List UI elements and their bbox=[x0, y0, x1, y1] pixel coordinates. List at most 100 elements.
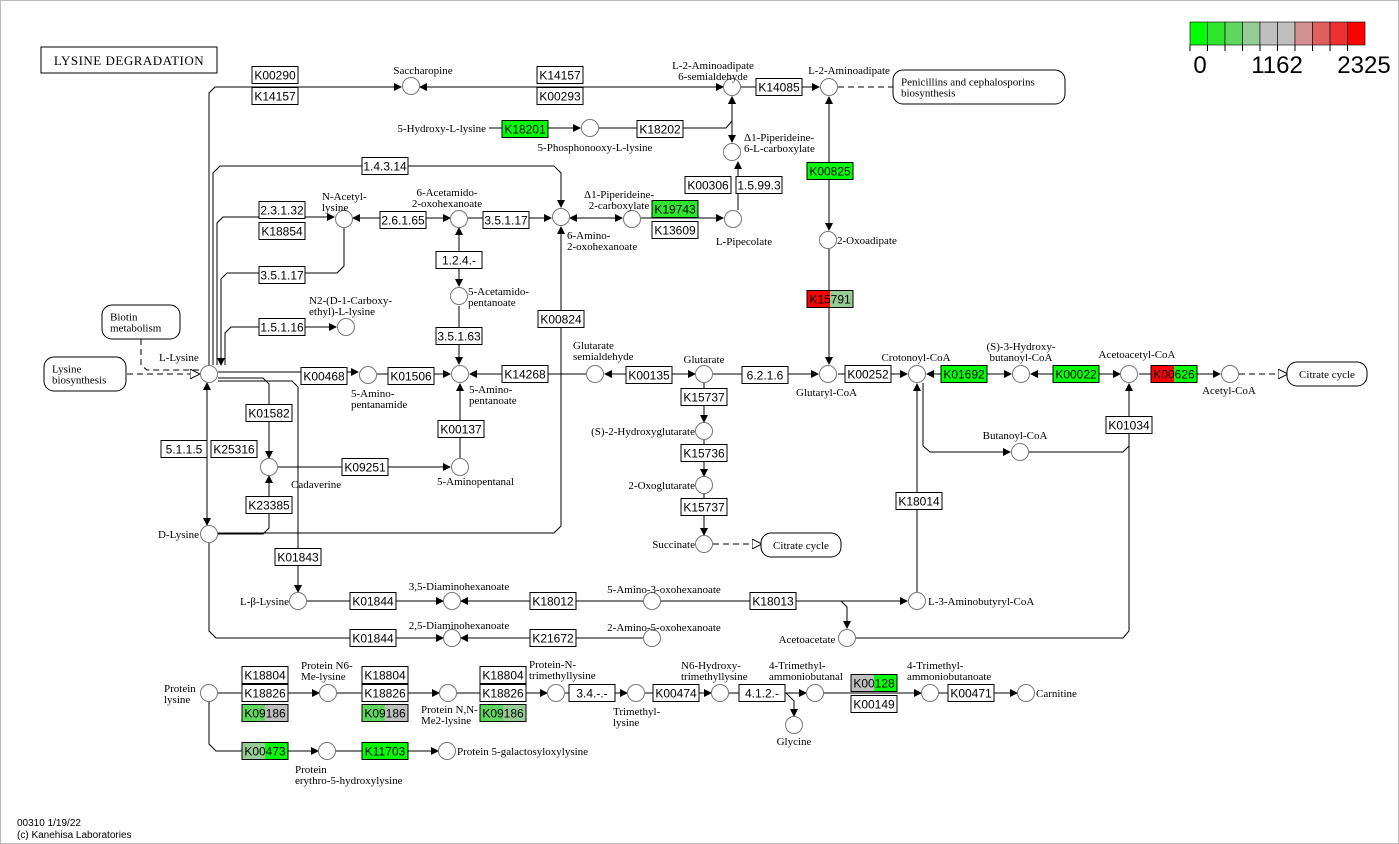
compound[interactable]: Protein 5-galactosyloxylysine bbox=[438, 742, 589, 760]
enzyme-box-K18201[interactable]: K18201 bbox=[501, 120, 549, 138]
enzyme-box-K09186[interactable]: K09186 bbox=[241, 704, 289, 722]
enzyme-box-K15791[interactable]: K15791 bbox=[806, 290, 854, 308]
map-link[interactable]: Citrate cycle bbox=[760, 532, 842, 558]
compound-node[interactable] bbox=[1011, 443, 1029, 461]
compound[interactable]: 2-Oxoadipate bbox=[819, 231, 897, 249]
compound[interactable]: Carnitine bbox=[1017, 684, 1078, 702]
compound-node[interactable] bbox=[337, 318, 355, 336]
enzyme-box-K00306[interactable]: K00306 bbox=[684, 176, 732, 194]
compound[interactable]: (S)-2-Hydroxyglutarate bbox=[591, 422, 713, 440]
compound[interactable]: 5-Amino-pentanoate bbox=[451, 365, 517, 408]
compound[interactable]: Protein-N-trimethyllysine bbox=[529, 659, 596, 702]
compound-node[interactable] bbox=[335, 210, 353, 228]
enzyme-box-K14085[interactable]: K14085 bbox=[755, 78, 803, 96]
enzyme-box-K01844[interactable]: K01844 bbox=[349, 592, 397, 610]
enzyme-box-1.5.1.16[interactable]: 1.5.1.16 bbox=[258, 318, 306, 336]
compound-node[interactable] bbox=[319, 684, 337, 702]
compound[interactable]: 5-Hydroxy-L-lysine bbox=[397, 123, 486, 135]
compound[interactable]: Saccharopine bbox=[393, 65, 453, 95]
compound-node[interactable] bbox=[724, 210, 742, 228]
enzyme-box-K00474[interactable]: K00474 bbox=[652, 684, 700, 702]
enzyme-box-K15737[interactable]: K15737 bbox=[680, 498, 728, 516]
compound[interactable]: 5-Phosphonooxy-L-lysine bbox=[538, 119, 653, 155]
compound-node[interactable] bbox=[438, 742, 456, 760]
compound-node[interactable] bbox=[711, 684, 729, 702]
compound-node[interactable] bbox=[908, 592, 926, 610]
enzyme-box-K00135[interactable]: K00135 bbox=[625, 366, 673, 384]
compound[interactable]: Trimethyl-lysine bbox=[613, 684, 661, 730]
compound-node[interactable] bbox=[723, 143, 741, 161]
compound[interactable]: Protein N6-Me-lysine bbox=[301, 660, 353, 702]
compound-node[interactable] bbox=[450, 287, 468, 305]
enzyme-box-K00252[interactable]: K00252 bbox=[844, 365, 892, 383]
compound[interactable]: L-2-Aminoadipate bbox=[808, 65, 890, 96]
enzyme-box-K13609[interactable]: K13609 bbox=[651, 221, 699, 239]
compound[interactable]: Succinate bbox=[652, 535, 713, 553]
enzyme-box-K18826[interactable]: K18826 bbox=[241, 684, 289, 702]
enzyme-box-K18826[interactable]: K18826 bbox=[361, 684, 409, 702]
compound[interactable]: 2,5-Diaminohexanoate bbox=[409, 620, 510, 647]
compound[interactable]: 3,5-Diaminohexanoate bbox=[409, 581, 510, 610]
enzyme-box-K00825[interactable]: K00825 bbox=[806, 162, 854, 180]
enzyme-box-K00626[interactable]: K00626 bbox=[1150, 365, 1198, 383]
compound-node[interactable] bbox=[908, 365, 926, 383]
compound-node[interactable] bbox=[260, 458, 278, 476]
enzyme-box-3.5.1.17[interactable]: 3.5.1.17 bbox=[482, 211, 530, 229]
enzyme-box-1.5.99.3[interactable]: 1.5.99.3 bbox=[735, 176, 783, 194]
enzyme-box-K18804[interactable]: K18804 bbox=[241, 666, 289, 684]
compound-node[interactable] bbox=[443, 629, 461, 647]
compound[interactable]: Acetoacetyl-CoA bbox=[1099, 349, 1176, 383]
compound-node[interactable] bbox=[643, 629, 661, 647]
compound[interactable]: (S)-3-Hydroxy-butanoyl-CoA bbox=[986, 341, 1056, 383]
compound-node[interactable] bbox=[200, 365, 218, 383]
enzyme-box-K21672[interactable]: K21672 bbox=[529, 629, 577, 647]
map-link[interactable]: Citrate cycle bbox=[1286, 361, 1368, 387]
compound-node[interactable] bbox=[785, 716, 803, 734]
compound-node[interactable] bbox=[451, 458, 469, 476]
enzyme-box-K09186[interactable]: K09186 bbox=[479, 704, 527, 722]
enzyme-box-3.5.1.17[interactable]: 3.5.1.17 bbox=[258, 266, 306, 284]
compound[interactable]: Butanoyl-CoA bbox=[983, 430, 1048, 461]
enzyme-box-4.1.2.-[interactable]: 4.1.2.- bbox=[738, 684, 786, 702]
enzyme-box-K18804[interactable]: K18804 bbox=[361, 666, 409, 684]
compound-node[interactable] bbox=[695, 535, 713, 553]
compound-node[interactable] bbox=[439, 684, 457, 702]
enzyme-box-3.4.-.-[interactable]: 3.4.-.- bbox=[568, 684, 616, 702]
enzyme-box-K18826[interactable]: K18826 bbox=[479, 684, 527, 702]
enzyme-box-3.5.1.63[interactable]: 3.5.1.63 bbox=[435, 327, 483, 345]
compound-node[interactable] bbox=[695, 365, 713, 383]
enzyme-box-K14268[interactable]: K14268 bbox=[501, 365, 549, 383]
compound[interactable]: 4-Trimethyl-ammoniobutanal bbox=[769, 660, 843, 702]
compound[interactable]: Glutaryl-CoA bbox=[796, 365, 857, 400]
compound[interactable]: Glycine bbox=[777, 716, 812, 749]
enzyme-box-K15736[interactable]: K15736 bbox=[680, 444, 728, 462]
compound-node[interactable] bbox=[819, 231, 837, 249]
enzyme-box-K00293[interactable]: K00293 bbox=[536, 87, 584, 105]
compound-node[interactable] bbox=[627, 684, 645, 702]
enzyme-box-K00824[interactable]: K00824 bbox=[537, 310, 585, 328]
enzyme-box-K01843[interactable]: K01843 bbox=[274, 548, 322, 566]
enzyme-box-K18014[interactable]: K18014 bbox=[895, 492, 943, 510]
compound-node[interactable] bbox=[289, 592, 307, 610]
enzyme-box-K18202[interactable]: K18202 bbox=[636, 120, 684, 138]
enzyme-box-K00468[interactable]: K00468 bbox=[300, 367, 348, 385]
enzyme-box-K00473[interactable]: K00473 bbox=[241, 742, 289, 760]
enzyme-box-K23385[interactable]: K23385 bbox=[245, 496, 293, 514]
compound[interactable]: Acetyl-CoA bbox=[1202, 365, 1256, 398]
enzyme-box-K00022[interactable]: K00022 bbox=[1052, 365, 1100, 383]
compound-node[interactable] bbox=[838, 629, 856, 647]
compound-node[interactable] bbox=[359, 366, 377, 384]
compound[interactable]: 5-Acetamido-pentanoate bbox=[450, 286, 530, 309]
enzyme-box-K14157[interactable]: K14157 bbox=[536, 66, 584, 84]
compound[interactable]: D-Lysine bbox=[158, 525, 218, 543]
compound-node[interactable] bbox=[552, 208, 570, 226]
compound-node[interactable] bbox=[695, 422, 713, 440]
compound[interactable]: N2-(D-1-Carboxy-ethyl)-L-lysine bbox=[309, 295, 392, 336]
enzyme-box-6.2.1.6[interactable]: 6.2.1.6 bbox=[741, 366, 789, 384]
compound-node[interactable] bbox=[1120, 365, 1138, 383]
